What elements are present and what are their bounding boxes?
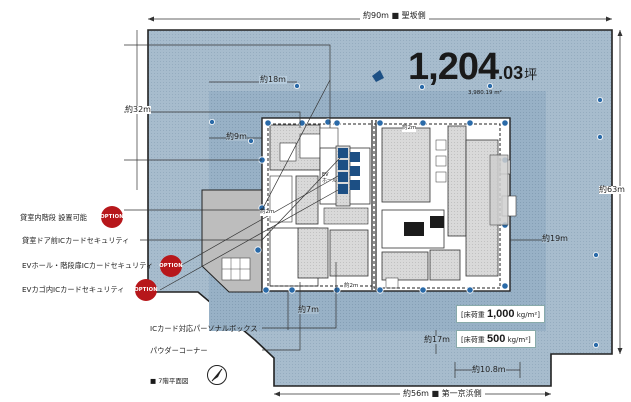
dim-32m: 約32m: [125, 105, 151, 114]
dim-10-8m: 約10.8m: [472, 365, 506, 374]
dim-19m: 約19m: [542, 234, 568, 243]
floor-load-1000: [床荷重 1,000 kg/m²]: [456, 305, 545, 323]
dim-2m-top: 約2m: [402, 125, 417, 132]
top-width-value: 約90m: [363, 11, 389, 20]
load-500-value: 500: [486, 333, 506, 345]
load-500-unit: kg/m²: [507, 336, 529, 344]
load-1000-unit: kg/m²: [516, 311, 538, 319]
top-width-label: 約90m ■ 聖坂側: [360, 12, 429, 20]
callout-evhall-ic: EVホール・階段扉ICカードセキュリティ: [22, 261, 154, 270]
callout-stair: 貸室内階段 設置可能: [20, 213, 87, 222]
dim-18m: 約18m: [259, 75, 287, 84]
ev-hall-label: EV ホール: [322, 172, 338, 184]
floor-load-500: [床荷重 500 kg/m²]: [456, 330, 536, 348]
dim-63m: 約63m: [599, 185, 625, 194]
stair-marker: [372, 70, 384, 82]
load-500-label: 床荷重: [463, 336, 485, 344]
top-side-marker: ■: [391, 11, 400, 20]
bottom-width-value: 約56m: [403, 389, 429, 398]
area-sqm: 3,980.19 m²: [468, 90, 502, 96]
area-total: 1,204.03坪: [408, 48, 537, 86]
dim-2m-side: 約2m: [260, 209, 275, 216]
compass-icon: [206, 364, 228, 386]
area-value-int: 1,204: [408, 46, 499, 88]
load-1000-value: 1,000: [486, 308, 515, 320]
callout-evcar-ic: EVカゴ内ICカードセキュリティ: [22, 285, 125, 294]
dim-17m: 約17m: [424, 335, 450, 344]
callout-door-ic: 貸室ドア前ICカードセキュリティ: [22, 236, 130, 245]
elevator-cars: [338, 148, 360, 194]
load-1000-label: 床荷重: [463, 311, 485, 319]
option-badge-stair: OPTION: [100, 206, 124, 228]
callout-powder: パウダーコーナー: [150, 346, 208, 355]
callout-personal-box: ICカード対応パーソナルボックス: [150, 324, 258, 333]
column-markers: [208, 83, 604, 373]
area-value-dec: .03: [498, 63, 524, 83]
option-badge-evhall: OPTION: [159, 255, 183, 277]
bottom-side-label: 第一京浜側: [441, 389, 482, 398]
dim-9m: 約9m: [226, 132, 247, 141]
area-unit: 坪: [524, 68, 538, 83]
dim-7m: 約7m: [298, 305, 319, 314]
floor-note: ■ 7階平面図: [150, 377, 189, 385]
top-side-label: 聖坂側: [401, 11, 426, 20]
bottom-width-label: 約56m ■ 第一京浜側: [400, 390, 485, 398]
bottom-side-marker: ■: [431, 389, 440, 398]
dim-2m-bottom: 約2m: [344, 283, 359, 290]
option-badge-evcar: OPTION: [134, 279, 158, 301]
